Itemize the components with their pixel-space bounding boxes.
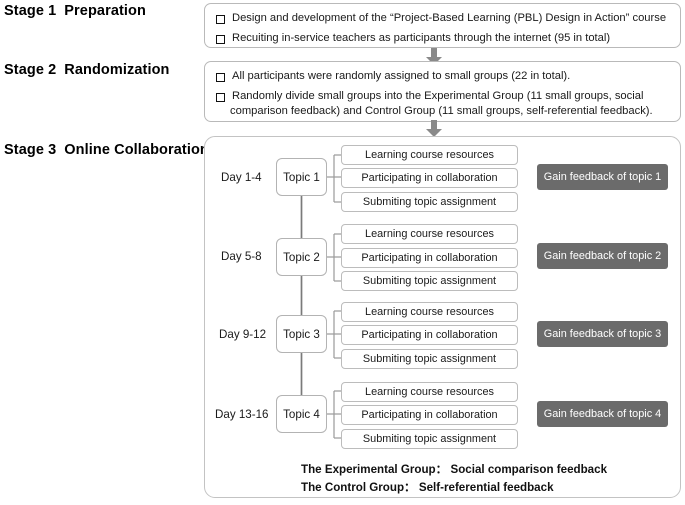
- task-box-1-2[interactable]: Participating in collaboration: [341, 168, 518, 188]
- stage-1-title: Preparation: [64, 3, 146, 19]
- day-label-2: Day 5-8: [221, 250, 262, 263]
- checkbox-icon: [216, 34, 225, 44]
- note-control-group: The Control Group： Self-referential feed…: [301, 481, 554, 494]
- checkbox-icon: [216, 15, 225, 24]
- stage-1-content-box: Design and development of the “Project-B…: [204, 3, 681, 48]
- stage-2-bullet-2: Randomly divide small groups into the Ex…: [216, 89, 670, 105]
- day-label-4: Day 13-16: [215, 408, 269, 421]
- checkbox-icon: [216, 92, 225, 102]
- arrow-stage2-to-stage3: [425, 120, 443, 143]
- down-arrow-icon: [426, 48, 442, 65]
- task-box-2-3[interactable]: Submiting topic assignment: [341, 271, 518, 291]
- stage-2-bullet-2-continuation: comparison feedback) and Control Group (…: [230, 105, 653, 117]
- checkbox-icon: [216, 73, 225, 82]
- task-box-1-1[interactable]: Learning course resources: [341, 145, 518, 165]
- task-box-4-2[interactable]: Participating in collaboration: [341, 405, 518, 425]
- stage-2-title: Randomization: [64, 62, 170, 78]
- stage-1-bullet-2: Recuiting in-service teachers as partici…: [216, 31, 670, 47]
- arrow-stage1-to-stage2: [425, 48, 443, 71]
- stage-3-title: Online Collaboration: [64, 142, 209, 158]
- feedback-box-4[interactable]: Gain feedback of topic 4: [537, 401, 668, 427]
- task-box-1-3[interactable]: Submiting topic assignment: [341, 192, 518, 212]
- down-arrow-icon: [426, 120, 442, 137]
- stage-3-label: Stage 3 Online Collaboration: [4, 142, 209, 158]
- stage-2-bullet-1: All participants were randomly assigned …: [216, 69, 670, 85]
- task-box-2-1[interactable]: Learning course resources: [341, 224, 518, 244]
- topic-box-2[interactable]: Topic 2: [276, 238, 327, 276]
- task-box-2-2[interactable]: Participating in collaboration: [341, 248, 518, 268]
- day-label-1: Day 1-4: [221, 171, 262, 184]
- stage-1-bullet-1: Design and development of the “Project-B…: [216, 11, 670, 27]
- stage-1-number: Stage 1: [4, 3, 57, 19]
- task-box-4-3[interactable]: Submiting topic assignment: [341, 429, 518, 449]
- note-experimental-group: The Experimental Group： Social compariso…: [301, 463, 608, 476]
- feedback-box-1[interactable]: Gain feedback of topic 1: [537, 164, 668, 190]
- task-box-3-1[interactable]: Learning course resources: [341, 302, 518, 322]
- stage-2-label: Stage 2 Randomization: [4, 62, 170, 78]
- task-box-3-2[interactable]: Participating in collaboration: [341, 325, 518, 345]
- stage-2-number: Stage 2: [4, 62, 57, 78]
- topic-box-1[interactable]: Topic 1: [276, 158, 327, 196]
- topic-box-3[interactable]: Topic 3: [276, 315, 327, 353]
- feedback-box-3[interactable]: Gain feedback of topic 3: [537, 321, 668, 347]
- stage-1-label: Stage 1 Preparation: [4, 3, 146, 19]
- day-label-3: Day 9-12: [219, 328, 267, 341]
- topic-box-4[interactable]: Topic 4: [276, 395, 327, 433]
- task-box-3-3[interactable]: Submiting topic assignment: [341, 349, 518, 369]
- stage-3-number: Stage 3: [4, 142, 57, 158]
- feedback-box-2[interactable]: Gain feedback of topic 2: [537, 243, 668, 269]
- task-box-4-1[interactable]: Learning course resources: [341, 382, 518, 402]
- stage-2-content-box: All participants were randomly assigned …: [204, 61, 681, 122]
